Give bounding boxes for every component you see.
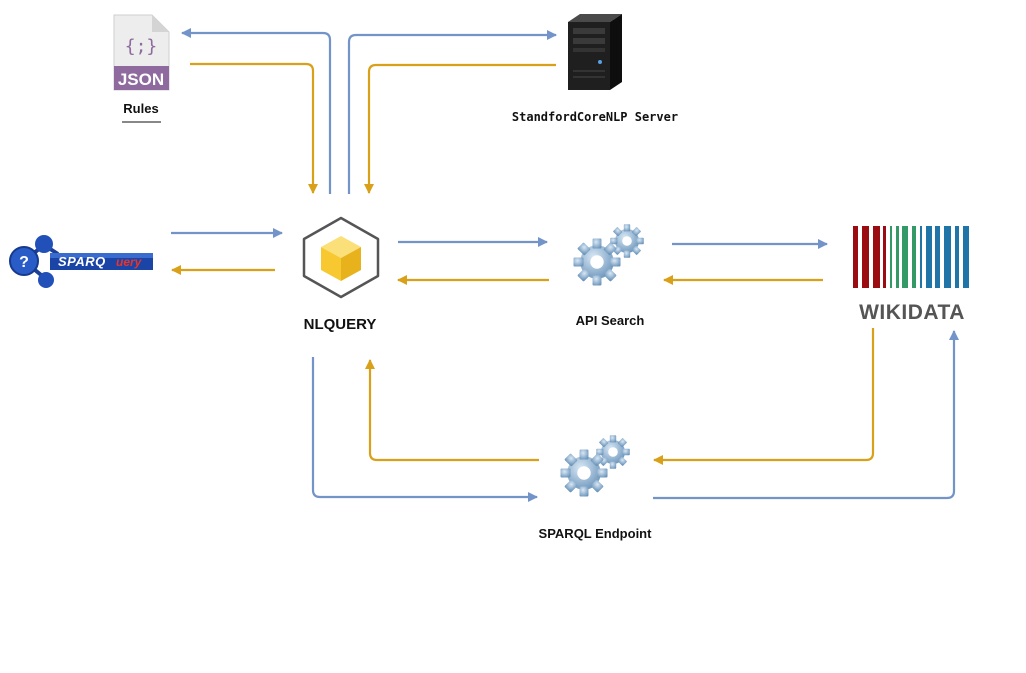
api-search-label: API Search [575,313,645,328]
barcode-icon [853,226,969,288]
svg-text:?: ? [19,254,29,271]
sparql-endpoint-label: SPARQL Endpoint [538,526,652,541]
arrow-endpoint-to-wikidata [653,330,959,500]
arrow-corenlp-to-nlquery [364,63,556,194]
json-file-icon: {;} JSON [113,14,170,91]
rules-label: Rules [123,101,159,116]
arrows [171,28,959,502]
sparquery-logo: ? SPARQ uery [9,235,153,288]
arrow-nlquery-to-rules [181,28,332,194]
nlquery-label: NLQUERY [303,316,377,333]
sparquery-logo-text-a: SPARQ [58,254,106,269]
server-icon [568,14,622,90]
gears-icon [560,435,630,497]
arrow-nlquery-to-corenlp [347,30,557,194]
arrow-endpoint-to-nlquery [365,359,539,462]
arrow-rules-to-nlquery [190,62,318,194]
corenlp-server-label: StandfordCoreNLP Server [511,110,679,124]
cube-icon [302,216,380,299]
arrow-wikidata-to-endpoint [653,328,875,465]
gears-icon [573,224,644,286]
json-file-tag: JSON [118,70,164,89]
arrow-nlquery-to-endpoint [311,357,538,502]
wikidata-label: WIKIDATA [859,301,965,324]
sparquery-logo-text-b: uery [116,255,143,269]
json-file-glyph: {;} [125,36,158,57]
